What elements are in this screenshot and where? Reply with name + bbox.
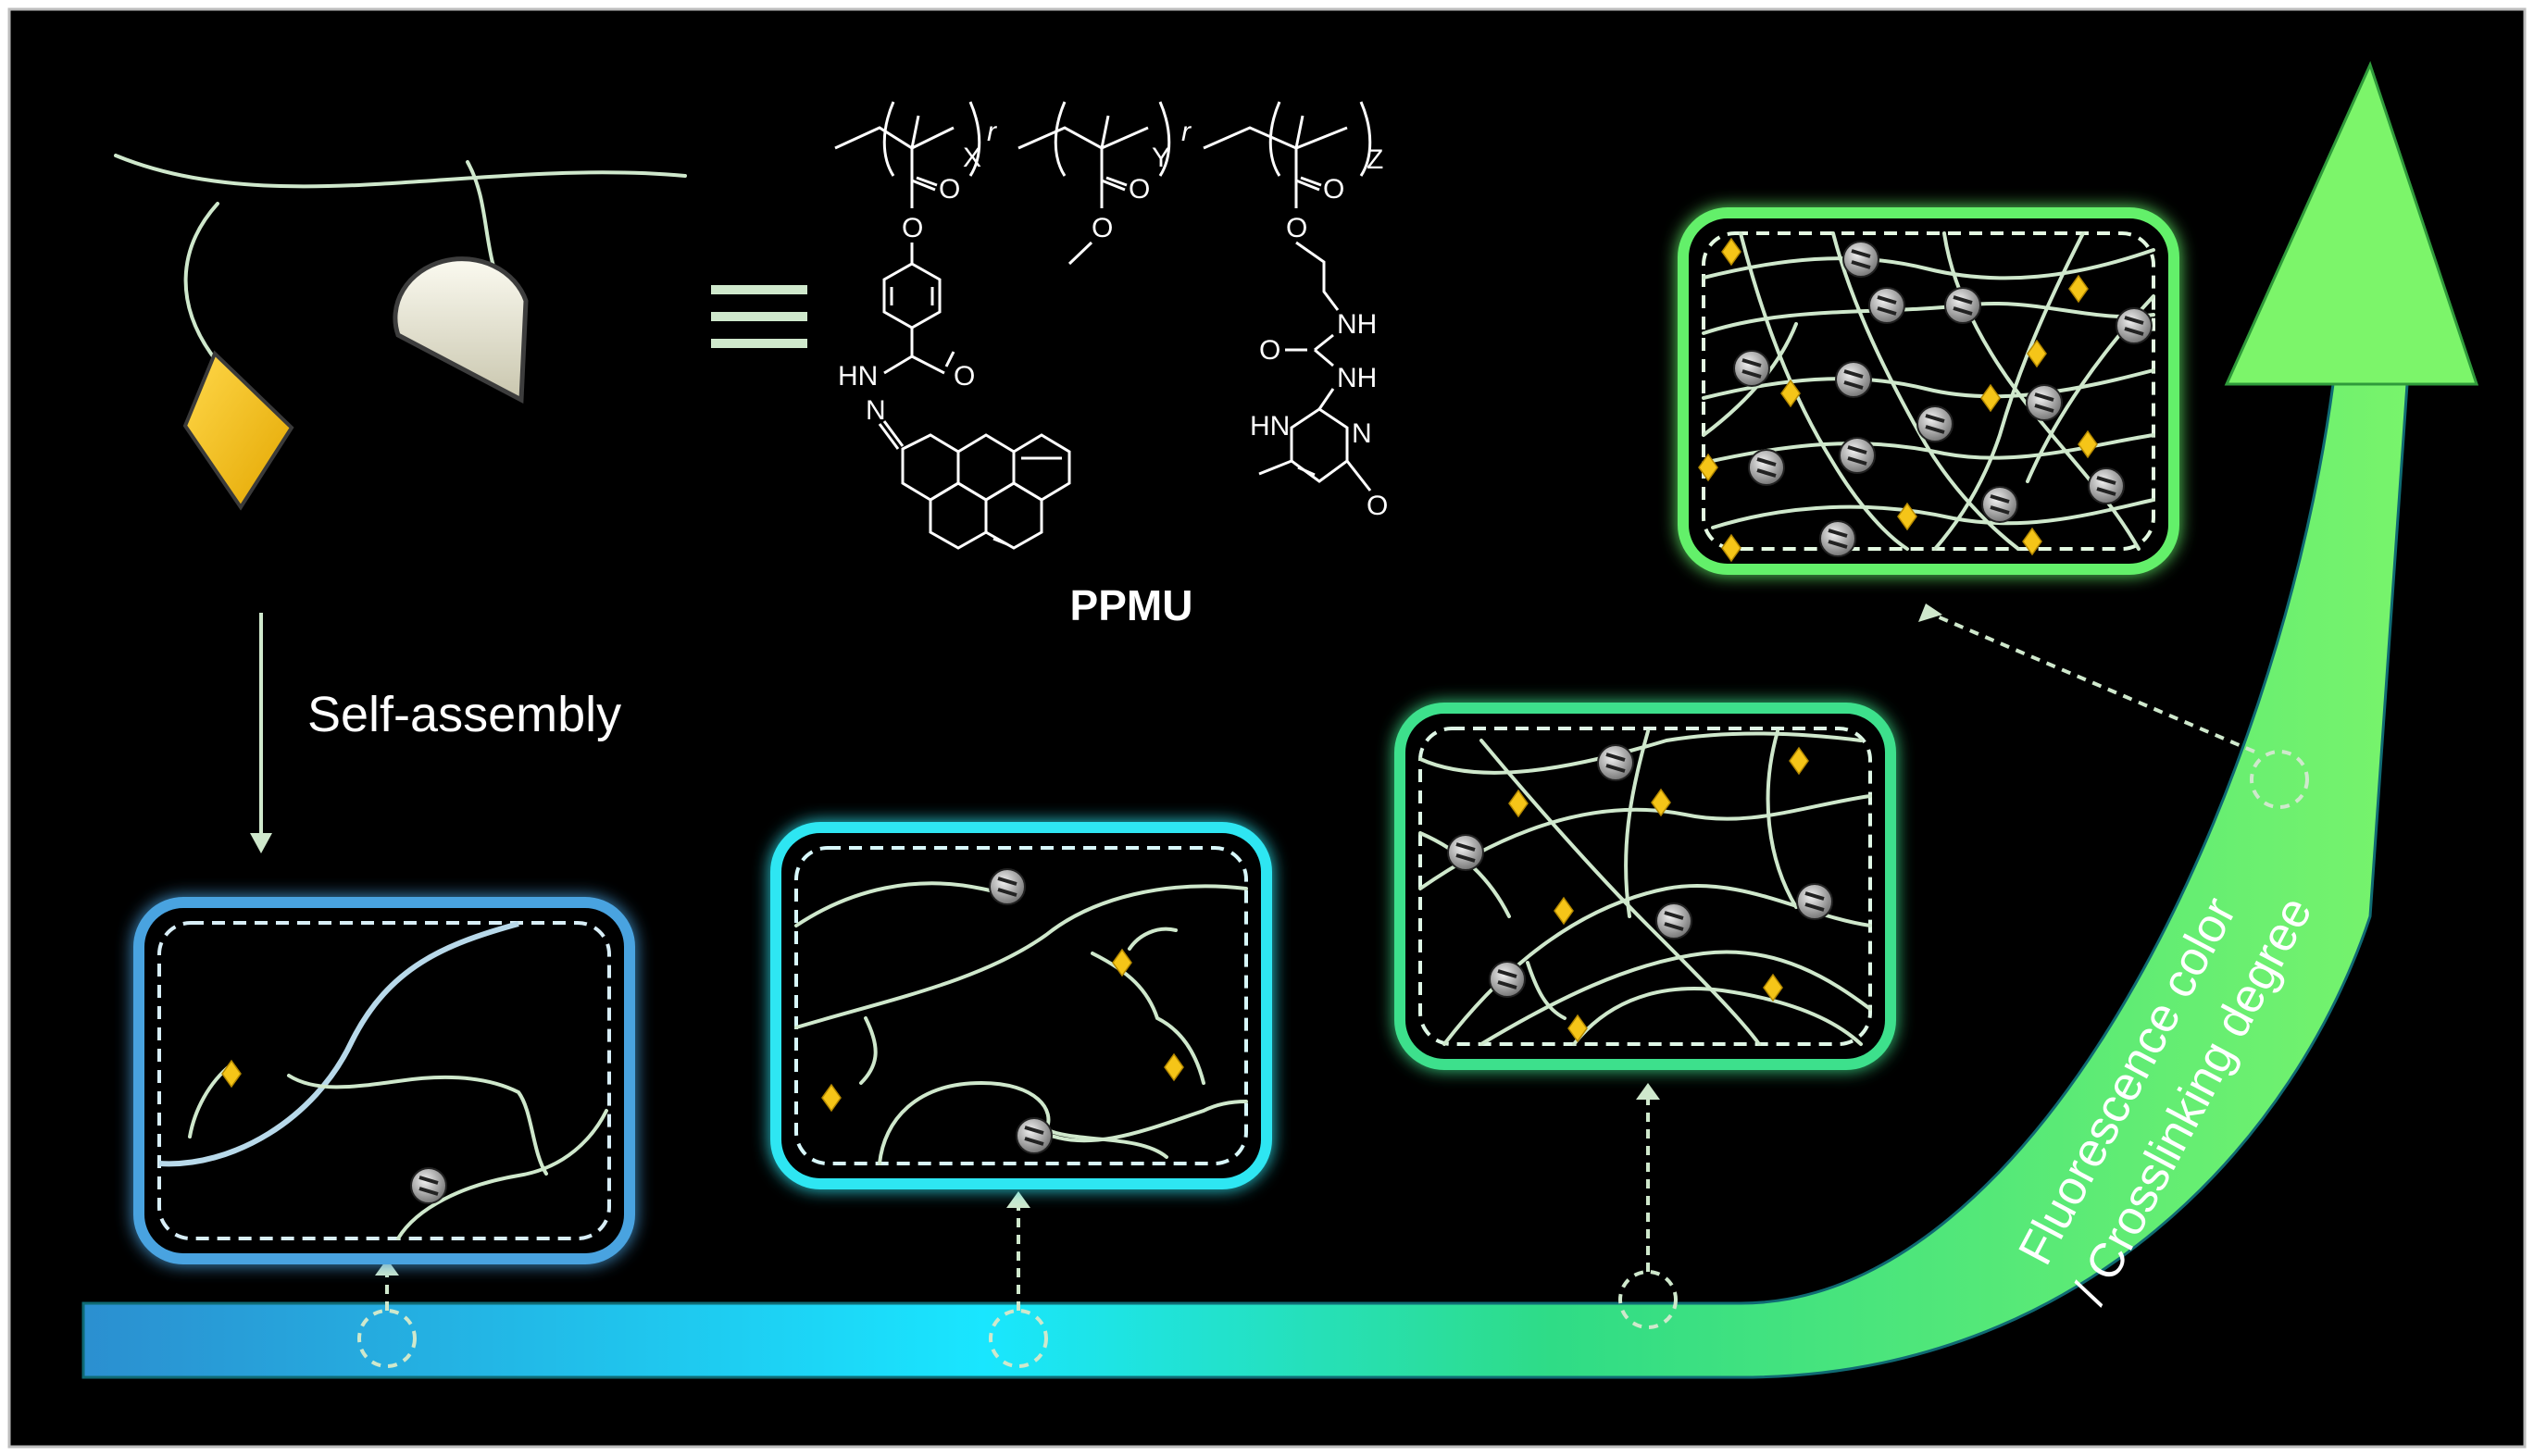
atom-o3: O — [954, 361, 975, 392]
polymer-name: PPMU — [1070, 581, 1193, 629]
equivalence-sign — [711, 285, 807, 348]
self-assembly-arrow — [250, 613, 272, 853]
arrow-head — [2224, 60, 2479, 386]
progress-arrow — [81, 60, 2479, 1379]
atom-hn-hydrazide: HN — [838, 361, 878, 392]
random-r-label-1: r — [987, 117, 997, 147]
atom-o5: O — [1092, 213, 1113, 243]
repeat-y-label: Y — [1152, 143, 1170, 173]
atom-o4: O — [1129, 174, 1150, 205]
upy-half-sphere — [393, 256, 529, 404]
atom-nh-2: NH — [1337, 363, 1377, 393]
polymer-chain-cartoon — [114, 154, 687, 511]
atom-o7: O — [1286, 213, 1307, 243]
atom-hn-ring: HN — [1250, 411, 1290, 442]
atom-n-imine: N — [866, 395, 886, 426]
pyrene-diamond — [182, 350, 294, 511]
atom-nh-1: NH — [1337, 309, 1377, 340]
atom-n-ring: N — [1352, 418, 1372, 449]
atom-o1: O — [939, 174, 960, 205]
self-assembly-label: Self-assembly — [307, 687, 621, 742]
atom-o-urea: O — [1259, 335, 1280, 366]
random-r-label-2: r — [1181, 117, 1192, 147]
network-panel-stage-4 — [1678, 207, 2179, 575]
repeat-x-label: X — [963, 143, 981, 173]
atom-o2: O — [902, 213, 923, 243]
atom-o-ring: O — [1367, 491, 1388, 521]
repeat-z-label: Z — [1367, 144, 1383, 175]
network-panel-stage-2 — [770, 822, 1272, 1189]
stage-markers — [357, 614, 2309, 1368]
network-panel-stage-1 — [133, 897, 635, 1264]
network-panel-stage-3 — [1394, 703, 1896, 1070]
chemical-structure: X Y Z r r O O O HN N O — [834, 101, 1388, 550]
stage-marker-arrowheads — [375, 604, 1942, 1276]
atom-o6: O — [1323, 174, 1344, 205]
